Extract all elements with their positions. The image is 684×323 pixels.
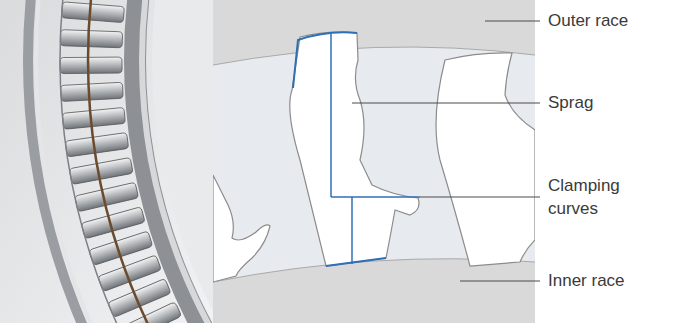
sprag-section [213, 0, 535, 323]
part-label: Outer race [548, 9, 678, 32]
part-label: Inner race [548, 269, 678, 292]
sprag-shape [290, 32, 419, 266]
freewheel-photo [0, 0, 213, 323]
part-label: Sprag [548, 91, 678, 114]
part-label: Clamping curves [548, 174, 658, 220]
inner-race-band [213, 259, 535, 323]
clamping-curve [293, 32, 357, 88]
sprag-shape [213, 175, 270, 282]
sprag-shape [436, 53, 535, 266]
leader-lines [352, 21, 540, 281]
clamping-curve [326, 258, 386, 266]
